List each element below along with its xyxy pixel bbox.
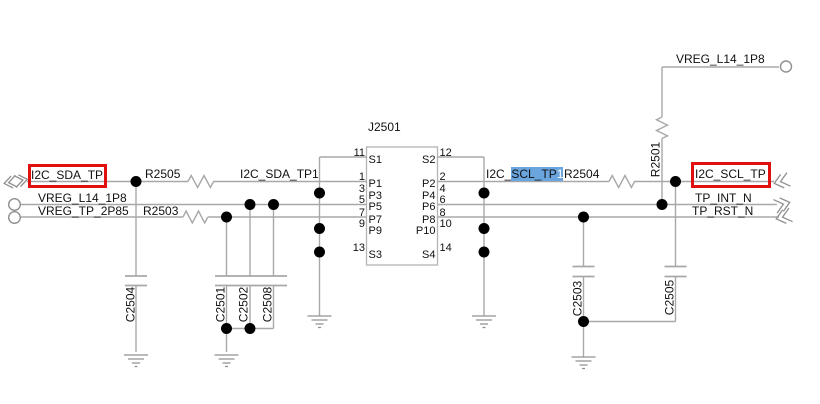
capacitor-bank-symbol [215, 275, 287, 287]
capacitor-c2503-symbol [572, 265, 595, 278]
refdes-r2503[interactable]: R2503 [143, 204, 179, 218]
connector-pin-number: 5 [358, 194, 365, 206]
ground-icon [571, 356, 596, 370]
connector-pin-number: 1 [358, 171, 365, 183]
connector-pin-name: P5 [368, 201, 382, 213]
refdes-c2502[interactable]: C2502 [236, 286, 251, 323]
net-label-i2c-scl-tp1[interactable]: I2C_SCL_TP1 [486, 166, 564, 183]
connector-pin-number: 13 [352, 241, 365, 254]
connector-pin-number: 2 [439, 171, 446, 183]
connector-pin-name: S3 [368, 248, 382, 261]
refdes-c2508[interactable]: C2508 [260, 286, 275, 323]
bidir-arrow-icon [3, 174, 29, 189]
ground-icon [214, 354, 239, 368]
capacitor-c2504-symbol [125, 275, 147, 287]
left-arrow-icon [775, 207, 793, 224]
terminal-circle [7, 210, 22, 224]
net-label-vreg-l14-1p8-left[interactable]: VREG_L14_1P8 [38, 191, 127, 205]
connector-pin-number: 3 [358, 182, 365, 195]
red-highlight-box-scl [691, 162, 771, 188]
net-label-i2c-sda-tp[interactable]: I2C_SDA_TP [31, 168, 104, 182]
terminal-circle [7, 197, 22, 211]
connector-pin-number: 7 [358, 206, 365, 219]
connector-pin-name: P1 [368, 178, 382, 190]
refdes-c2501[interactable]: C2501 [213, 286, 228, 323]
connector-pin-name: S1 [368, 153, 382, 166]
refdes-r2504[interactable]: R2504 [564, 167, 600, 181]
net-label-tp-int-n[interactable]: TP_INT_N [695, 191, 752, 205]
connector-pin-name: S4 [422, 248, 436, 261]
connector-pin-number: 8 [439, 206, 446, 219]
selected-text: SCL_TP [511, 167, 557, 181]
connector-pin-number: 4 [439, 182, 446, 195]
ground-icon [307, 315, 332, 329]
right-arrow-icon [773, 197, 791, 214]
net-label-tp-rst-n[interactable]: TP_RST_N [692, 204, 754, 218]
connector-pin-number: 12 [439, 146, 452, 159]
connector-pin-number: 6 [439, 194, 446, 206]
resistor-r2505-symbol [187, 174, 215, 189]
ground-symbols [124, 315, 596, 370]
connector-pin-name: P7 [368, 213, 382, 226]
connector-pin-name: S2 [422, 153, 436, 166]
ground-icon [124, 354, 148, 368]
red-highlight-box-sda [28, 164, 107, 188]
capacitor-c2505-symbol [664, 265, 687, 278]
refdes-r2505[interactable]: R2505 [145, 167, 181, 181]
net-label-vreg-tp-2p85[interactable]: VREG_TP_2P85 [38, 204, 129, 218]
wires[interactable] [21, 66, 779, 357]
connector-pin-name: P4 [422, 189, 436, 202]
connector-pin-number: 10 [439, 218, 452, 230]
net-label-i2c-sda-tp1[interactable]: I2C_SDA_TP1 [240, 167, 319, 181]
refdes-j2501[interactable]: J2501 [368, 120, 401, 134]
connector-pin-name: P3 [368, 189, 382, 202]
net-label-prefix: I2C_ [486, 167, 512, 181]
net-label-i2c-scl-tp[interactable]: I2C_SCL_TP [695, 167, 766, 181]
connector-pin-number: 9 [358, 218, 365, 230]
connector-pin-name: P9 [368, 225, 382, 237]
resistor-r2503-symbol [182, 209, 209, 225]
connector-pin-name: P2 [422, 178, 436, 190]
connector-pin-number: 14 [439, 241, 452, 254]
terminals [7, 60, 793, 224]
connector-pin-name: P6 [422, 201, 436, 213]
refdes-c2505[interactable]: C2505 [662, 279, 676, 316]
left-arrow-icon [773, 172, 791, 189]
resistor-symbols[interactable] [182, 116, 670, 225]
capacitor-symbols[interactable] [125, 265, 687, 287]
net-label-vreg-l14-1p8-top[interactable]: VREG_L14_1P8 [676, 52, 765, 66]
connector-pin-name: P8 [422, 213, 436, 226]
connector-pin-name: P10 [415, 225, 436, 237]
connector-pin-number: 11 [353, 146, 365, 159]
resistor-r2504-symbol [608, 174, 636, 189]
refdes-c2503[interactable]: C2503 [570, 280, 585, 317]
refdes-c2504[interactable]: C2504 [123, 286, 137, 323]
connector-body[interactable] [365, 146, 439, 266]
ground-icon [472, 315, 496, 329]
junction-dots [130, 176, 681, 334]
offpage-arrows [3, 172, 793, 224]
selected-text-alt: 1 [556, 167, 564, 181]
refdes-r2501[interactable]: R2501 [648, 141, 663, 178]
resistor-r2501-symbol [654, 116, 670, 140]
terminal-circle [779, 60, 793, 73]
